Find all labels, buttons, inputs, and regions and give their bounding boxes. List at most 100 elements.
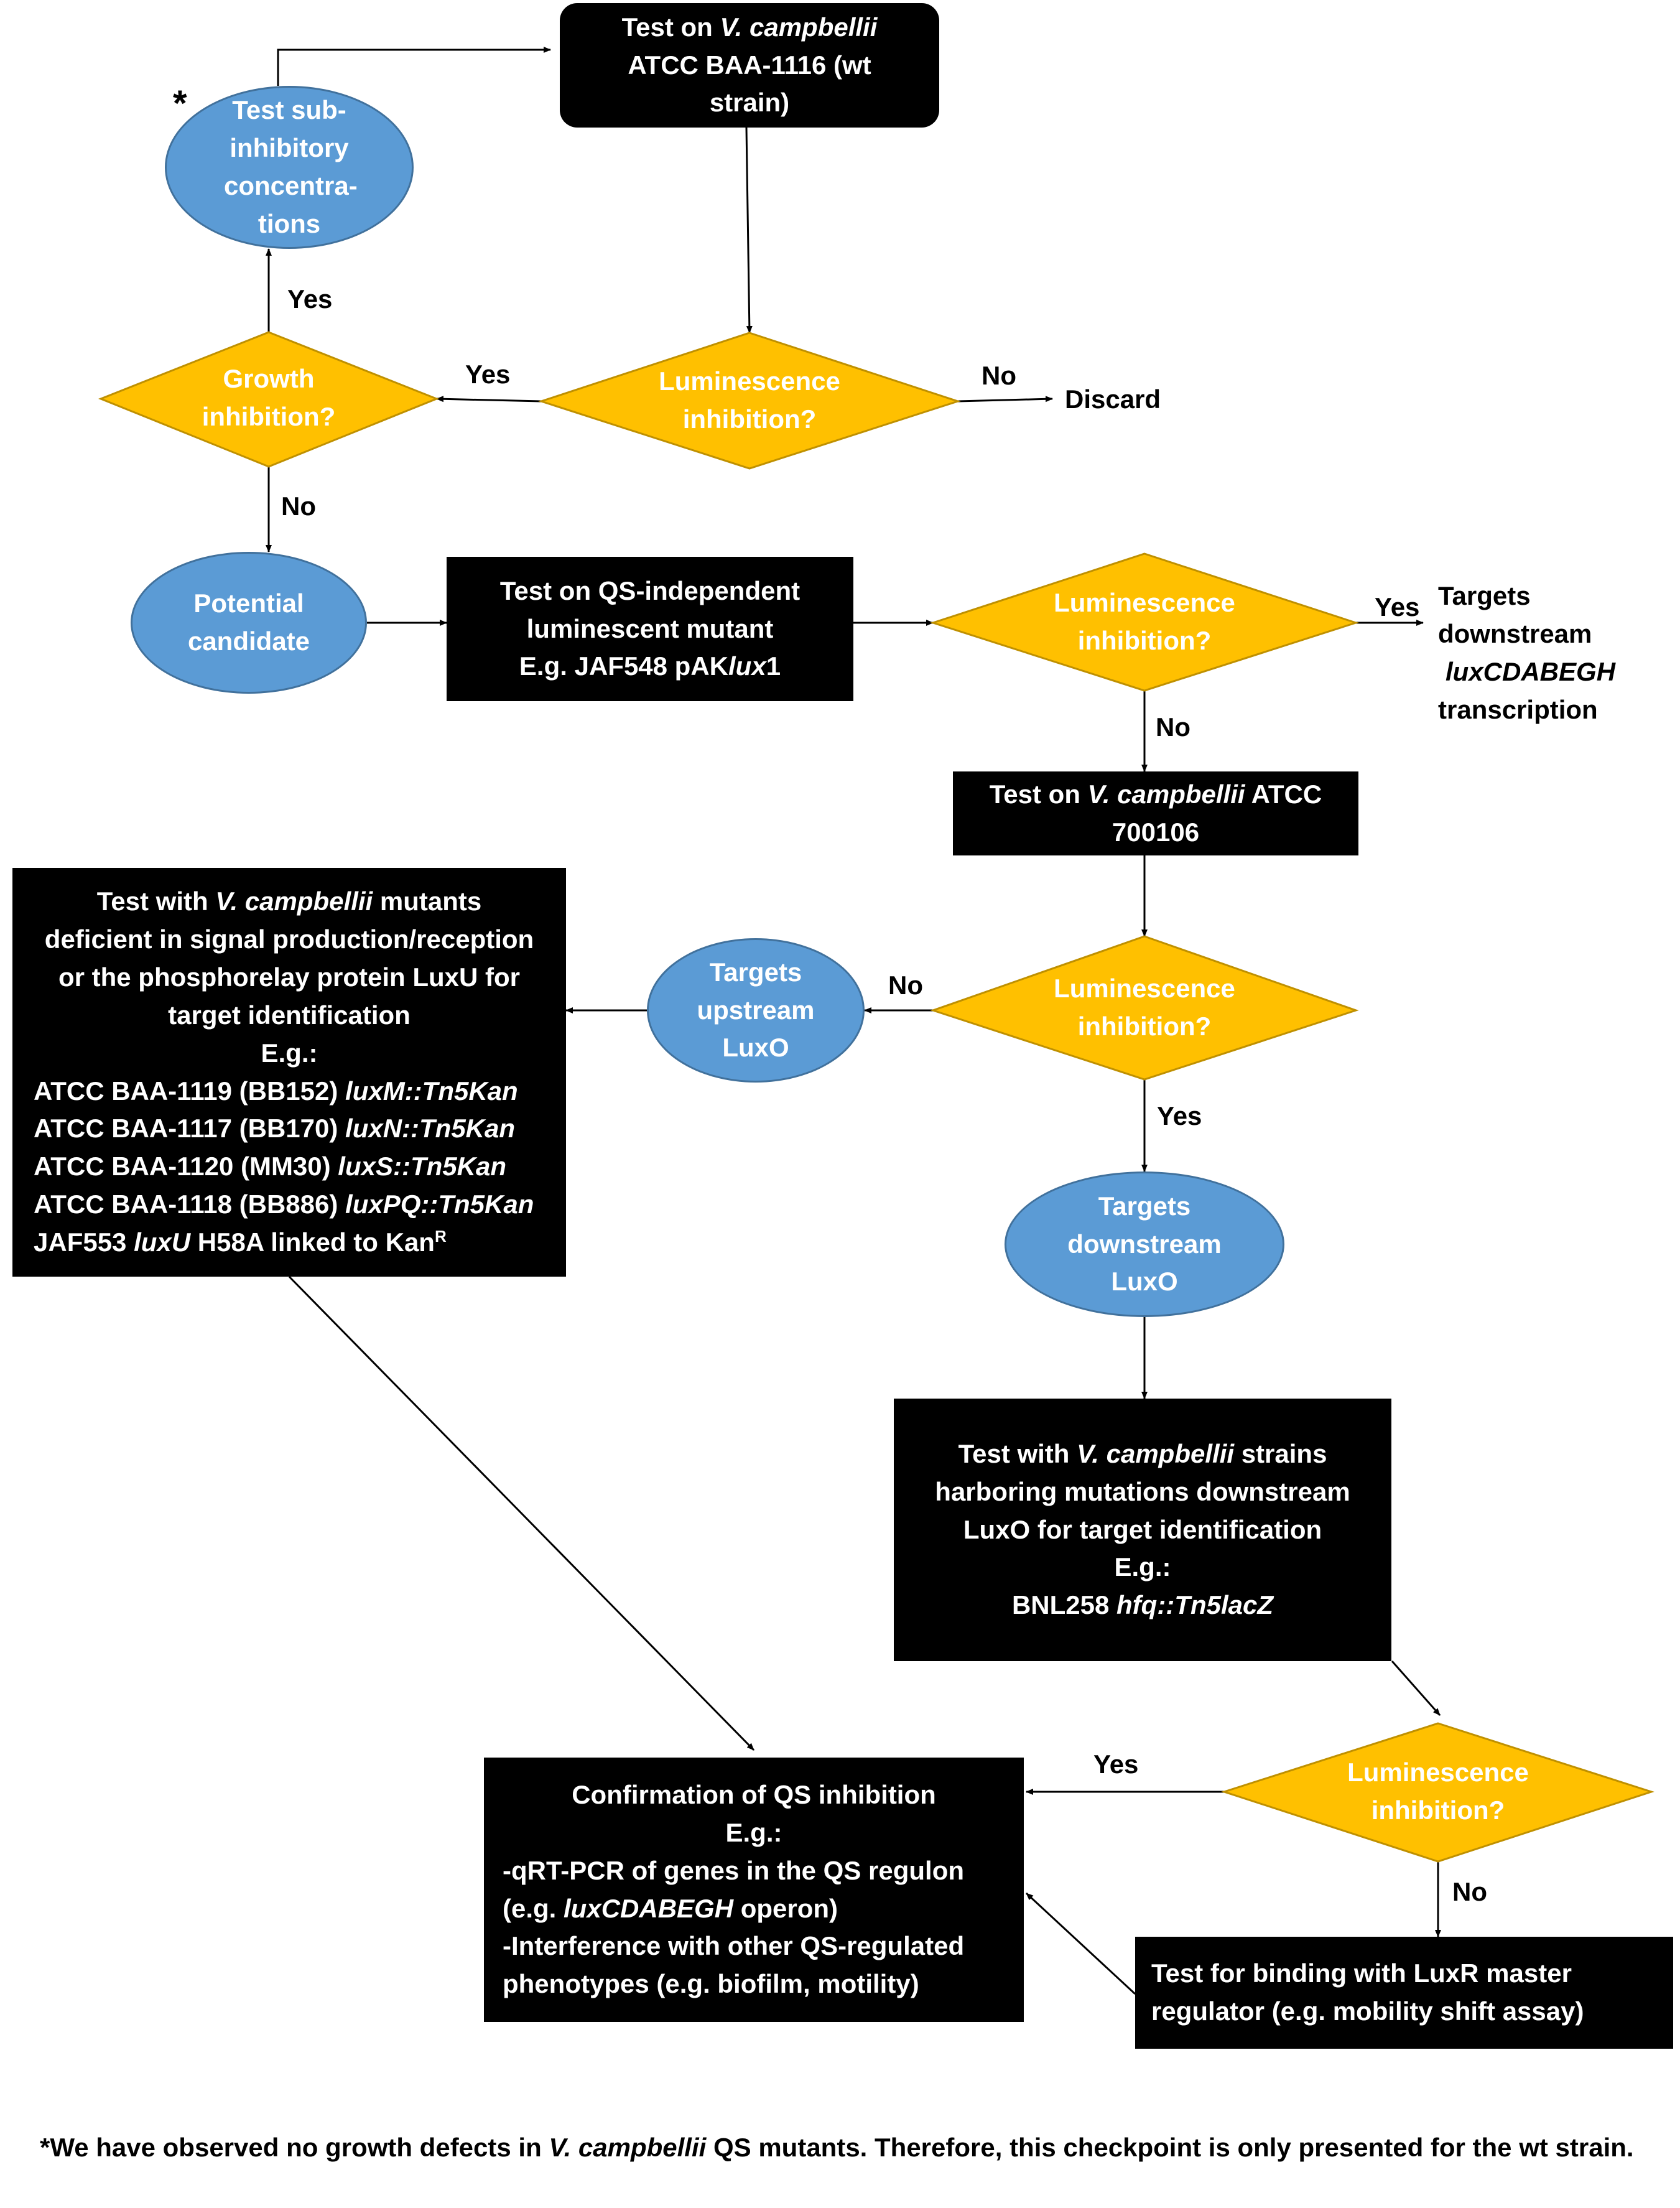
arrow-wt-to-lum1 bbox=[745, 127, 753, 333]
tmu-last-pre: JAF553 bbox=[34, 1227, 134, 1257]
tmu-strain-name: ATCC BAA-1117 (BB170) bbox=[34, 1114, 346, 1144]
conf-line1: Confirmation of QS inhibition bbox=[572, 1779, 936, 1809]
tmu-strain-gene: luxS::Tn5Kan bbox=[338, 1152, 506, 1181]
decision-growth-label: Growth inhibition? bbox=[202, 364, 336, 431]
conf-line4-post: operon) bbox=[733, 1893, 838, 1923]
arrow-mutants-to-confirmation bbox=[288, 1275, 755, 1751]
edge-label-no-upstream: No bbox=[888, 971, 923, 1000]
conf-line5: -Interference with other QS-regulated bbox=[503, 1931, 965, 1961]
arrow-strains-to-lum4 bbox=[1391, 1661, 1441, 1716]
test-700106-species: V. campbellii bbox=[1087, 779, 1245, 809]
tsd-eg: E.g.: bbox=[1114, 1552, 1171, 1582]
tsd-line1-pre: Test with bbox=[958, 1438, 1077, 1468]
decision-lum1-shape bbox=[538, 332, 961, 470]
tsd-line1-species: V. campbellii bbox=[1077, 1438, 1235, 1468]
tdl-line1: Targets bbox=[1438, 581, 1531, 611]
tsd-strain-pre: BNL258 bbox=[1011, 1590, 1117, 1620]
test-wt-box: Test on V. campbellii ATCC BAA-1116 (wt … bbox=[560, 3, 939, 128]
qsindep-line1: Test on QS-independent bbox=[499, 575, 801, 605]
test-700106-pre: Test on bbox=[989, 779, 1088, 809]
edge-label-yes-downstream-lux: Yes bbox=[1375, 592, 1420, 622]
tmu-strain-name: ATCC BAA-1120 (MM30) bbox=[34, 1152, 338, 1181]
tmu-line1-species: V. campbellii bbox=[215, 887, 373, 916]
tmu-line4: target identification bbox=[168, 1000, 411, 1030]
test-wt-pre: Test on bbox=[621, 12, 720, 42]
arrow-binding-to-confirmation bbox=[1025, 1892, 1136, 1995]
tmu-last-sup: R bbox=[434, 1227, 447, 1246]
edge-label-yes-downstream-luxo: Yes bbox=[1157, 1101, 1202, 1130]
test-700106-box: Test on V. campbellii ATCC 700106 bbox=[953, 771, 1358, 855]
edge-label-yes-growth: Yes bbox=[465, 360, 511, 389]
conf-line6: phenotypes (e.g. biofilm, motility) bbox=[503, 1969, 919, 1999]
decision-lum4-label: Luminescence inhibition? bbox=[1347, 1758, 1529, 1825]
tdl-line4: transcription bbox=[1438, 694, 1598, 724]
tmu-eg: E.g.: bbox=[261, 1038, 318, 1068]
decision-lum3-label: Luminescence inhibition? bbox=[1054, 974, 1235, 1041]
test-mutants-upstream-box: Test with V. campbellii mutants deficien… bbox=[12, 868, 566, 1277]
edge-label-no-candidate: No bbox=[281, 491, 316, 521]
tsd-strain-gene: hfq::Tn5lacZ bbox=[1116, 1590, 1274, 1620]
tmu-strain-row: ATCC BAA-1120 (MM30) luxS::Tn5Kan bbox=[34, 1148, 545, 1186]
tmu-strain-gene: luxM::Tn5Kan bbox=[345, 1076, 518, 1106]
decision-lum2-shape bbox=[930, 552, 1359, 692]
tmu-strain-gene: luxPQ::Tn5Kan bbox=[345, 1190, 534, 1219]
tsd-line2: harboring mutations downstream bbox=[935, 1476, 1350, 1506]
asterisk-mark: * bbox=[173, 83, 187, 124]
conf-eg: E.g.: bbox=[725, 1817, 782, 1847]
tmu-strain-name: ATCC BAA-1118 (BB886) bbox=[34, 1190, 346, 1219]
targets-downstream-lux-text: Targets downstream luxCDABEGH transcript… bbox=[1438, 579, 1637, 728]
conf-line4-pre: (e.g. bbox=[503, 1893, 564, 1923]
footnote-pre: *We have observed no growth defects in bbox=[40, 2133, 549, 2162]
footnote-post: QS mutants. Therefore, this checkpoint i… bbox=[706, 2133, 1634, 2162]
decision-lum2-label: Luminescence inhibition? bbox=[1054, 588, 1235, 655]
decision-growth-shape bbox=[98, 331, 440, 468]
discard-label: Discard bbox=[1065, 384, 1161, 414]
tmu-last-gene: luxU bbox=[134, 1227, 191, 1257]
decision-lum4-shape bbox=[1221, 1722, 1654, 1863]
binding-line2: regulator (e.g. mobility shift assay) bbox=[1151, 1996, 1584, 2026]
tmu-strain-row-last: JAF553 luxU H58A linked to KanR bbox=[34, 1224, 545, 1262]
test-subinhib-label: Test sub-inhibitory concentra-tions bbox=[224, 95, 358, 238]
tmu-strain-name: ATCC BAA-1119 (BB152) bbox=[34, 1076, 346, 1106]
edge-label-no-binding: No bbox=[1452, 1877, 1487, 1906]
decision-lum2: Luminescence inhibition? bbox=[1036, 585, 1253, 659]
tmu-strain-row: ATCC BAA-1118 (BB886) luxPQ::Tn5Kan bbox=[34, 1186, 545, 1224]
tmu-strain-gene: luxN::Tn5Kan bbox=[345, 1114, 516, 1144]
tmu-line1-post: mutants bbox=[373, 887, 482, 916]
arrow-lum1-to-growth bbox=[436, 396, 542, 403]
targets-upstream-luxo-oval: Targets upstream LuxO bbox=[647, 938, 865, 1083]
test-wt-rest: ATCC BAA-1116 (wt strain) bbox=[628, 50, 871, 118]
qsindep-line3-it: lux bbox=[728, 651, 766, 681]
conf-line4-gene: luxCDABEGH bbox=[564, 1893, 734, 1923]
qsindep-line3-pre: E.g. JAF548 pAK bbox=[519, 651, 729, 681]
targets-downstream-luxo-label: Targets downstream LuxO bbox=[1067, 1191, 1222, 1297]
edge-label-no-700106: No bbox=[1156, 712, 1190, 742]
footnote: *We have observed no growth defects in V… bbox=[40, 2128, 1645, 2167]
decision-lum4: Luminescence inhibition? bbox=[1329, 1754, 1547, 1829]
tmu-line3: or the phosphorelay protein LuxU for bbox=[58, 962, 521, 992]
arrow-subinhib-to-wt bbox=[277, 47, 551, 86]
decision-lum3-shape bbox=[930, 935, 1359, 1081]
targets-upstream-luxo-label: Targets upstream LuxO bbox=[697, 957, 815, 1063]
tdl-line3: luxCDABEGH bbox=[1446, 657, 1616, 686]
tdl-line2: downstream bbox=[1438, 619, 1592, 649]
qsindep-line3-post: 1 bbox=[766, 651, 781, 681]
edge-label-yes-confirmation: Yes bbox=[1093, 1749, 1139, 1779]
tmu-last-post: H58A linked to Kan bbox=[190, 1227, 435, 1257]
targets-downstream-luxo-oval: Targets downstream LuxO bbox=[1005, 1172, 1284, 1317]
tsd-line3: LuxO for target identification bbox=[963, 1514, 1322, 1544]
arrow-lum1-to-discard bbox=[957, 396, 1053, 403]
potential-candidate-label: Potential candidate bbox=[187, 589, 310, 656]
conf-line3: -qRT-PCR of genes in the QS regulon bbox=[503, 1855, 965, 1885]
edge-label-no-discard: No bbox=[982, 361, 1016, 390]
tmu-strain-row: ATCC BAA-1117 (BB170) luxN::Tn5Kan bbox=[34, 1110, 545, 1148]
confirmation-box: Confirmation of QS inhibition E.g.: -qRT… bbox=[484, 1758, 1024, 2022]
edge-label-yes-subinhib: Yes bbox=[287, 284, 333, 314]
decision-lum1: Luminescence inhibition? bbox=[641, 363, 858, 438]
decision-growth: Growth inhibition? bbox=[175, 361, 362, 436]
tmu-line2: deficient in signal production/reception bbox=[44, 924, 534, 954]
test-wt-species: V. campbellii bbox=[720, 12, 878, 42]
decision-lum1-label: Luminescence inhibition? bbox=[659, 366, 840, 434]
potential-candidate-oval: Potential candidate bbox=[131, 552, 367, 694]
